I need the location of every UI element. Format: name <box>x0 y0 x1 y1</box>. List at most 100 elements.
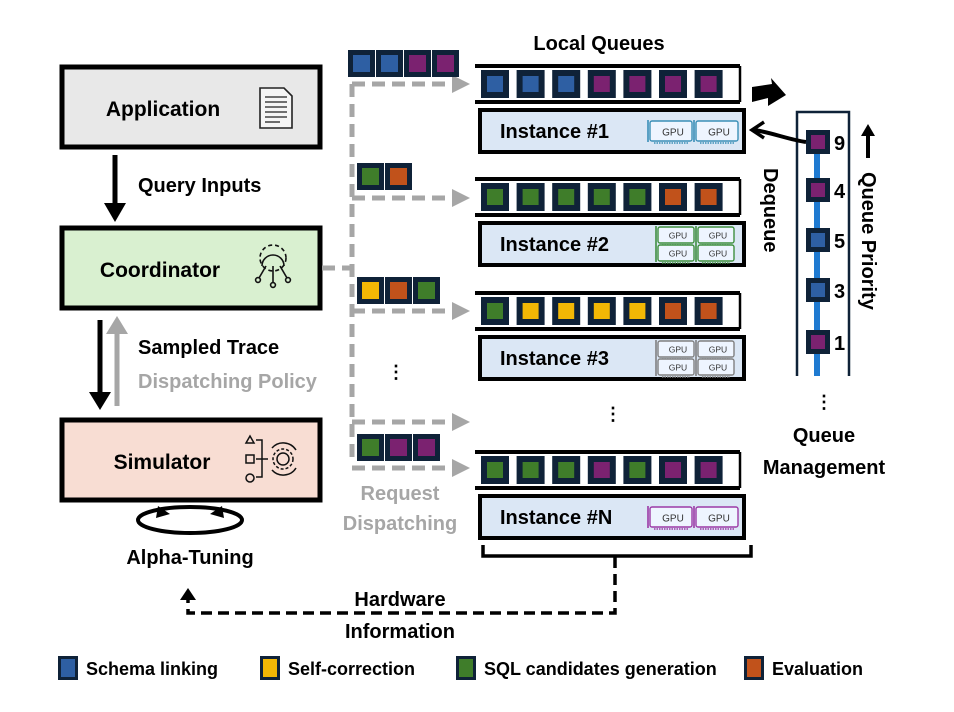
dispatch-arrowhead <box>452 302 470 320</box>
priority-queue-item: 1 <box>806 330 845 355</box>
request-sql-generation <box>552 183 581 211</box>
local-queue-4 <box>475 450 742 490</box>
request-evaluation <box>385 277 412 304</box>
request-other-request <box>694 456 723 484</box>
simulator-label: Simulator <box>114 451 211 474</box>
priority-queue-item: 9 <box>806 130 845 155</box>
gpu-icon: GPU <box>695 340 735 360</box>
priority-up-arrow <box>861 124 875 158</box>
request-other-request <box>587 70 616 98</box>
document-icon <box>259 87 293 129</box>
request-sql-generation <box>587 183 616 211</box>
dequeue-arrow-top-icon <box>752 78 786 106</box>
svg-text:GPU: GPU <box>708 127 730 138</box>
request-evaluation <box>694 297 723 325</box>
svg-text:GPU: GPU <box>669 249 687 259</box>
request-sql-generation <box>623 456 652 484</box>
gpu-icon: GPU <box>647 120 693 144</box>
gpu-icon: GPU <box>655 226 695 246</box>
ai-gear-icon <box>254 244 292 289</box>
hardware-info-arrow <box>180 545 753 615</box>
request-schema-linking <box>552 70 581 98</box>
request-sql-generation <box>481 183 509 211</box>
request-schema-linking <box>806 278 830 302</box>
query-inputs-label: Query Inputs <box>138 175 261 197</box>
legend-item-schema-linking: Schema linking <box>58 656 218 680</box>
instance-box-3: Instance #3 GPU GPU GPU GPU <box>478 335 746 381</box>
request-schema-linking <box>348 50 375 77</box>
svg-text:GPU: GPU <box>708 513 730 524</box>
ellipsis-middle: ⋮ <box>604 404 622 424</box>
legend: Schema linking Self-correction SQL candida… <box>58 656 863 680</box>
gpu-icon: GPU <box>695 244 735 264</box>
request-self-correction <box>552 297 581 325</box>
local-queue-2 <box>475 177 742 217</box>
request-other-request <box>659 70 687 98</box>
dispatch-arrowhead <box>452 75 470 93</box>
local-queue-3 <box>475 291 742 331</box>
incoming-group-1 <box>348 50 459 77</box>
request-evaluation <box>659 183 687 211</box>
dispatching-policy-label: Dispatching Policy <box>138 371 318 393</box>
gpu-icon: GPU <box>655 340 695 360</box>
svg-text:GPU: GPU <box>669 363 687 373</box>
simulator-box: Simulator <box>59 417 323 503</box>
request-other-request <box>587 456 616 484</box>
alpha-tuning-cycle-icon <box>136 505 244 535</box>
request-evaluation <box>694 183 723 211</box>
legend-item-sql-generation: SQL candidates generation <box>456 656 717 680</box>
priority-value: 3 <box>834 281 845 303</box>
gpu-icon: GPU <box>647 506 693 530</box>
request-other-request <box>806 130 830 154</box>
gpu-icon: GPU <box>655 244 695 264</box>
request-self-correction <box>516 297 545 325</box>
dequeue-arrow <box>748 120 807 144</box>
svg-text:GPU: GPU <box>669 345 687 355</box>
coordinator-label: Coordinator <box>100 259 220 282</box>
dispatch-arrowhead <box>452 189 470 207</box>
priority-value: 1 <box>834 333 845 355</box>
legend-label: Self-correction <box>288 659 415 679</box>
svg-text:GPU: GPU <box>709 363 727 373</box>
request-sql-generation <box>516 183 545 211</box>
ellipsis-right: ⋮ <box>815 392 833 412</box>
legend-item-evaluation: Evaluation <box>744 656 863 680</box>
priority-queue-item: 4 <box>806 178 846 203</box>
dispatch-arrowhead <box>452 459 470 477</box>
request-sql-generation <box>357 434 384 461</box>
application-label: Application <box>106 98 220 121</box>
request-other-request <box>413 434 440 461</box>
gpu-icon: GPU <box>693 120 739 144</box>
request-self-correction <box>623 297 652 325</box>
dispatching-policy-arrow <box>106 316 128 406</box>
incoming-group-3 <box>357 277 440 304</box>
request-sql-generation <box>413 277 440 304</box>
sampled-trace-arrow <box>89 320 111 410</box>
request-self-correction <box>587 297 616 325</box>
request-sql-generation <box>481 297 509 325</box>
svg-text:GPU: GPU <box>669 231 687 241</box>
request-evaluation <box>659 297 687 325</box>
instance-label: Instance #3 <box>500 348 609 370</box>
gpu-icon: GPU <box>693 506 739 530</box>
simulation-shapes-icon <box>244 434 297 483</box>
request-sql-generation <box>552 456 581 484</box>
request-sql-generation <box>516 456 545 484</box>
svg-text:GPU: GPU <box>662 513 684 524</box>
request-schema-linking <box>806 228 830 252</box>
legend-label: Schema linking <box>86 659 218 679</box>
svg-text:GPU: GPU <box>709 231 727 241</box>
priority-value: 4 <box>834 181 846 203</box>
request-other-request <box>659 456 687 484</box>
request-other-request <box>432 50 459 77</box>
svg-text:GPU: GPU <box>662 127 684 138</box>
gpu-icon: GPU <box>695 358 735 378</box>
legend-item-self-correction: Self-correction <box>260 656 415 680</box>
gpu-icon: GPU <box>655 358 695 378</box>
request-schema-linking <box>516 70 545 98</box>
ellipsis-left: ⋮ <box>387 362 405 382</box>
